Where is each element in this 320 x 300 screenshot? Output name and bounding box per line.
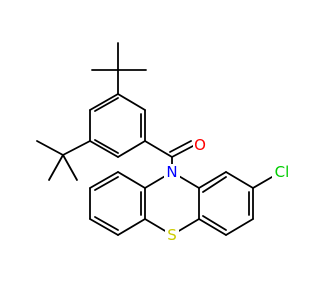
bond xyxy=(117,171,146,189)
nitrogen-label: N xyxy=(166,163,177,181)
phenothiazine-left-ring xyxy=(89,171,146,236)
bond xyxy=(62,140,91,156)
bond xyxy=(225,171,254,189)
chlorine-atom: Cl xyxy=(272,163,292,181)
bond xyxy=(117,218,146,236)
bond xyxy=(202,215,227,231)
bond xyxy=(62,154,78,181)
oxygen-atom: O xyxy=(193,136,207,154)
bond xyxy=(94,139,119,154)
sulfur-label: S xyxy=(167,226,177,244)
bond xyxy=(225,218,254,236)
tert-butyl-group-top xyxy=(91,42,147,95)
bond xyxy=(48,154,64,181)
bond xyxy=(198,171,227,189)
bond xyxy=(94,176,119,191)
bond xyxy=(94,216,119,231)
bond xyxy=(89,218,119,236)
bond xyxy=(144,140,173,158)
chloro-bond xyxy=(252,176,273,189)
molecule-structure: O N Cl S xyxy=(36,42,292,244)
nitrogen-atom: N xyxy=(164,163,180,181)
bond xyxy=(94,97,119,112)
bond xyxy=(171,145,194,158)
bond xyxy=(89,140,119,158)
chlorine-label: Cl xyxy=(275,163,290,181)
phenothiazine-right-ring xyxy=(198,171,254,236)
bond xyxy=(117,140,146,158)
bond xyxy=(89,171,119,189)
bond xyxy=(198,218,227,236)
bond xyxy=(169,140,192,153)
bond xyxy=(89,93,119,111)
tert-butyl-group-left xyxy=(36,140,91,181)
bond xyxy=(36,140,64,156)
sulfur-atom: S xyxy=(165,226,179,244)
bond xyxy=(202,176,227,193)
bond xyxy=(117,93,146,111)
oxygen-label: O xyxy=(194,136,206,154)
aryl-ring xyxy=(89,93,146,158)
